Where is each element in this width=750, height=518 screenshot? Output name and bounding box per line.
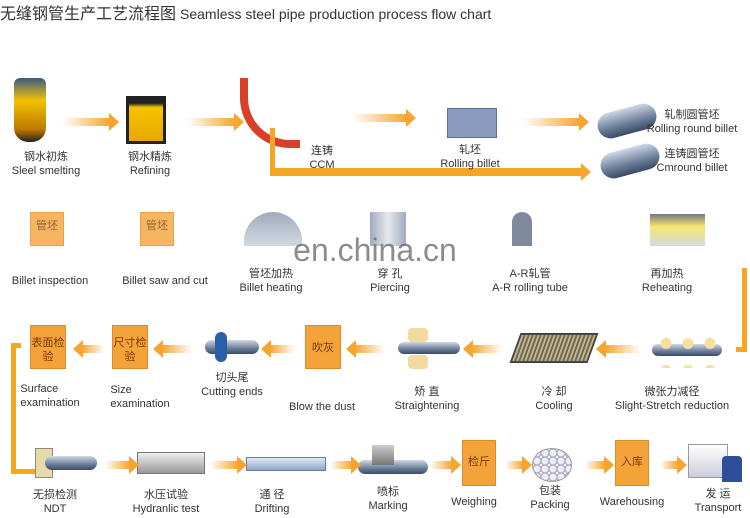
billet-saw-box: 管坯 xyxy=(140,212,174,246)
reduction-rollers-icon xyxy=(655,330,721,368)
drifting-icon xyxy=(246,457,326,471)
cooling-bed-icon xyxy=(509,333,599,363)
rolling-mill-icon xyxy=(447,108,497,138)
cutter-icon xyxy=(215,332,227,362)
arrow xyxy=(522,113,589,131)
weighing-box: 检斤 xyxy=(462,440,496,486)
arrow xyxy=(153,340,192,358)
step-label: Billet inspection xyxy=(11,275,89,287)
step-label: Billet saw and cut xyxy=(122,275,208,287)
packing-icon xyxy=(532,448,572,482)
step-label: Weighing xyxy=(451,496,497,508)
arrow xyxy=(463,340,502,358)
reheating-furnace-icon xyxy=(650,214,705,246)
flow-line xyxy=(11,343,16,473)
arrow xyxy=(270,163,591,181)
piercing-mill-icon xyxy=(370,212,406,246)
arrow xyxy=(430,456,461,474)
arrow xyxy=(210,456,247,474)
title-en: Seamless steel pipe production process f… xyxy=(180,6,492,22)
flow-line xyxy=(742,268,747,352)
arrow xyxy=(187,113,244,131)
arrow xyxy=(346,340,385,358)
arrow xyxy=(62,113,119,131)
flow-line xyxy=(11,469,35,474)
straightening-roller-icon xyxy=(408,328,428,342)
step-label: Warehousing xyxy=(599,496,665,508)
straightening-roller-icon xyxy=(408,355,428,369)
warehousing-box: 入库 xyxy=(615,440,649,486)
straightening-icon xyxy=(398,342,460,354)
billet-inspection-box: 管坯 xyxy=(30,212,64,246)
arrow xyxy=(261,340,295,358)
title-zh: 无缝钢管生产工艺流程图 xyxy=(0,6,177,23)
arrow xyxy=(585,456,614,474)
watermark: en.china.cn xyxy=(293,232,457,268)
cutting-ends-icon xyxy=(205,340,259,354)
arrow xyxy=(660,456,687,474)
flow-line xyxy=(11,343,21,348)
ladle-furnace-icon xyxy=(14,78,46,142)
ar-mill-icon xyxy=(512,212,532,246)
marking-head-icon xyxy=(372,445,394,465)
ndt-pipe-icon xyxy=(45,456,97,470)
flow-line xyxy=(270,128,275,174)
arrow xyxy=(105,456,139,474)
blow-dust-box: 吹灰 xyxy=(305,325,341,369)
size-examination-box: 尺寸检验 xyxy=(112,325,148,369)
hydraulic-test-icon xyxy=(137,452,205,474)
flow-line xyxy=(736,347,746,352)
cmround-billet-icon xyxy=(597,140,663,182)
arrow xyxy=(73,340,104,358)
arrow xyxy=(505,456,532,474)
surface-examination-box: 表面检验 xyxy=(30,325,66,369)
arrow xyxy=(330,456,361,474)
arrow xyxy=(352,109,416,127)
refining-furnace-icon xyxy=(126,96,166,144)
truck-cab-icon xyxy=(722,456,742,482)
arrow xyxy=(596,340,640,358)
step-label: Blow the dust xyxy=(288,401,356,413)
